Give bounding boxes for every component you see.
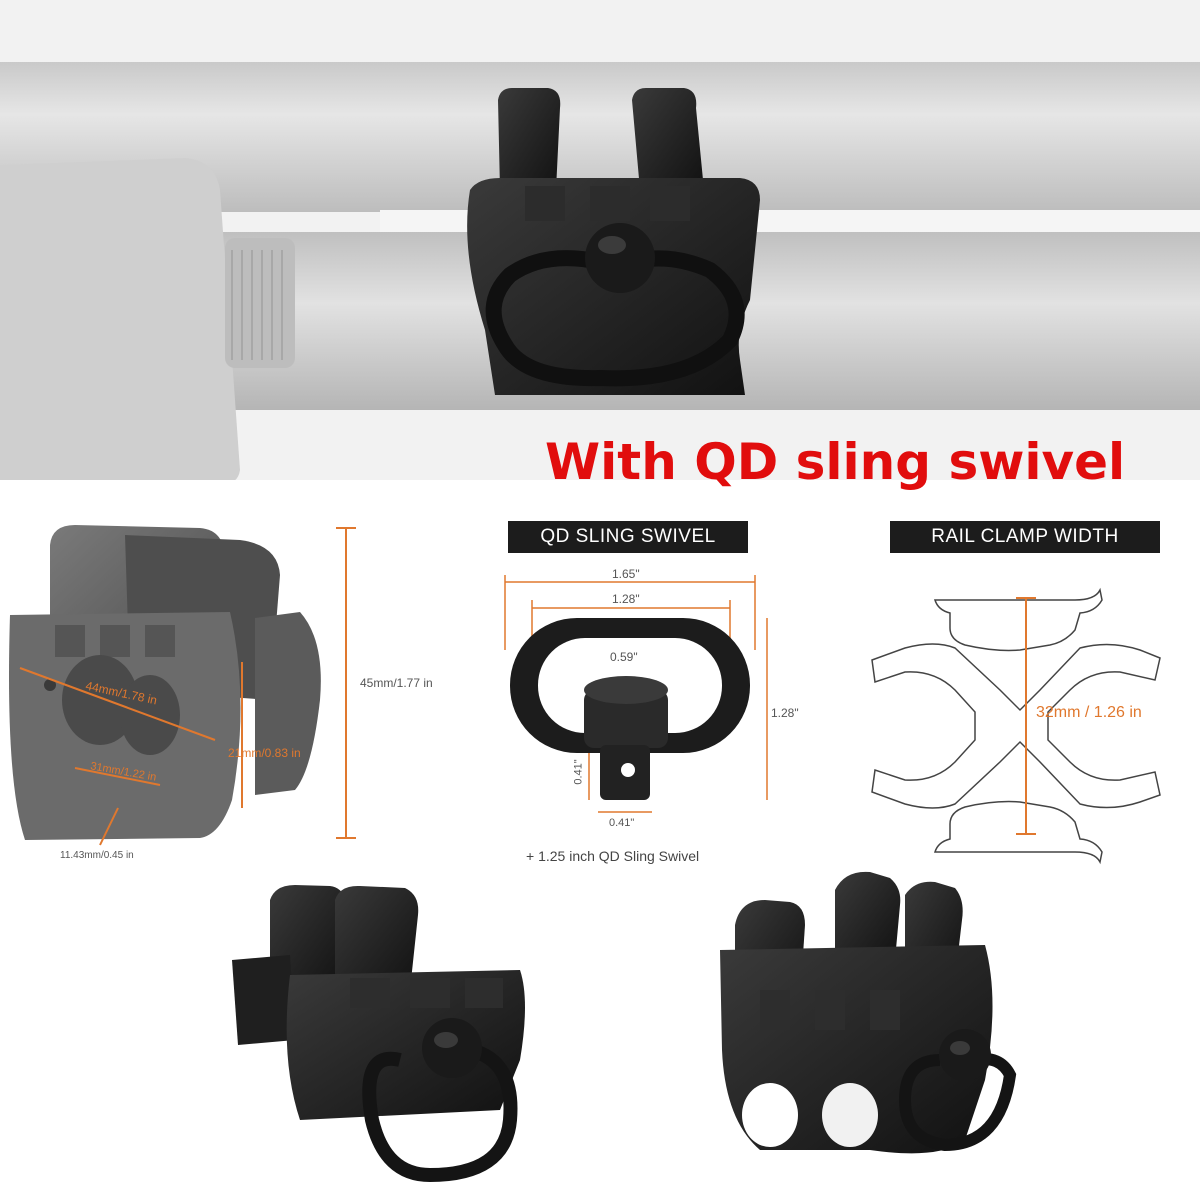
rail-clamp-outline — [871, 587, 1161, 865]
mount-height-label: 45mm/1.77 in — [360, 676, 433, 690]
mounted-clamp — [467, 88, 760, 395]
outer-width-label: 1.65" — [612, 567, 640, 581]
mount-slot-label: 11.43mm/0.45 in — [60, 850, 134, 861]
height-label: 1.28" — [771, 706, 799, 720]
stud-width-label: 0.41" — [609, 817, 635, 829]
mount-dimension-diagram — [9, 525, 356, 846]
qd-swivel-title: QD SLING SWIVEL — [508, 521, 748, 553]
qd-swivel-caption: + 1.25 inch QD Sling Swivel — [526, 848, 700, 864]
inner-width-label: 1.28" — [612, 592, 640, 606]
rail-clamp-measure-line — [1016, 597, 1036, 835]
rail-clamp-width-label: 32mm / 1.26 in — [1036, 704, 1142, 721]
button-width-label: 0.59" — [610, 650, 638, 664]
rail-clamp-title: RAIL CLAMP WIDTH — [890, 521, 1160, 553]
qd-swivel-diagram — [504, 575, 768, 813]
mount-side-label: 21mm/0.83 in — [228, 746, 301, 760]
headline: With QD sling swivel — [545, 433, 1126, 491]
product-render-one — [232, 885, 525, 1183]
stud-height-label: 0.41" — [572, 759, 585, 785]
product-render-two — [720, 871, 1017, 1154]
